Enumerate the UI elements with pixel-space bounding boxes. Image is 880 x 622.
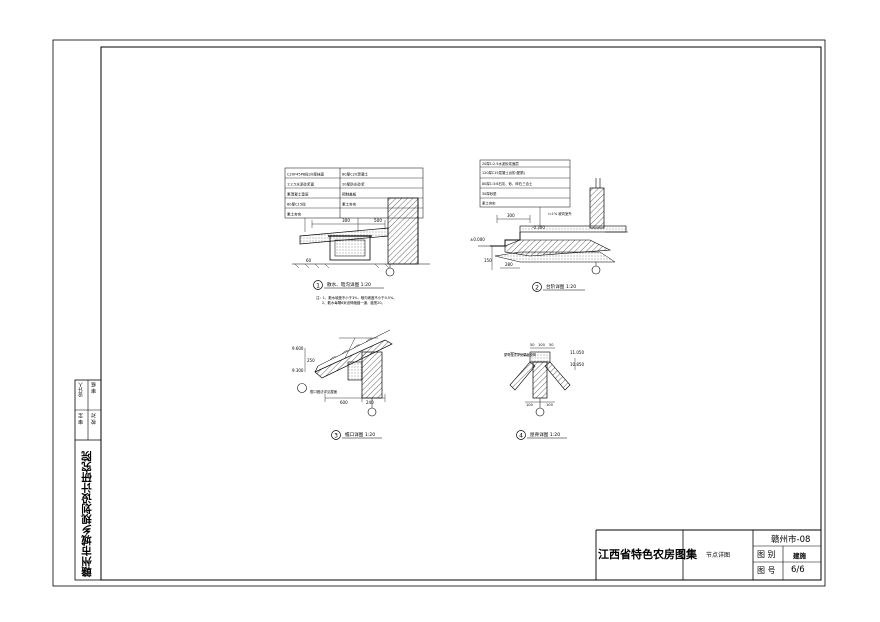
- detail-1-caption: 散水、暗沟详图 1:20: [327, 281, 371, 288]
- detail-2-dim-c: 280: [505, 262, 513, 267]
- detail-2-layer-0: 20厚1:2.5水泥砂浆面层: [482, 161, 519, 166]
- detail-2-layer-4: 素土夯实: [482, 201, 496, 206]
- detail-3-drawing: [297, 329, 393, 440]
- detail-1-layer-2: 素混凝土垫层: [287, 192, 309, 197]
- detail-1-dim-a: 300: [342, 218, 350, 223]
- detail-3-dim-c: 250: [307, 358, 315, 363]
- detail-1-layer-right-2: 预制盖板: [342, 192, 357, 197]
- detail-4-caption: 屋脊详图 1:20: [530, 431, 560, 438]
- detail-2-layer-1: 120厚C15混凝土台阶(配筋): [482, 170, 526, 175]
- detail-3-caption: 檐口详图 1:20: [345, 431, 375, 438]
- detail-3-number: 3: [334, 433, 338, 440]
- detail-1-layer-4: 素土夯实: [287, 212, 302, 217]
- detail-1-layer-right-1: 20厚防水砂浆: [342, 182, 365, 187]
- detail-2-slope-label: i=1% 坡向室外: [548, 211, 572, 216]
- institute-name: 赣州市城乡规划设计研究院: [81, 451, 93, 577]
- detail-4-elev-a: 11.050: [570, 350, 584, 355]
- category-label: 图 别: [757, 550, 776, 559]
- detail-1-layer-right-0: 60厚C20混凝土: [342, 172, 368, 177]
- detail-1-number: 1: [316, 283, 320, 290]
- detail-4-dim-a: 50: [530, 343, 535, 347]
- detail-1-dim-b: 500: [374, 218, 382, 223]
- detail-2-dim-b: 150: [484, 258, 492, 263]
- left-strip: [74, 379, 102, 581]
- detail-1-layer-1: 1:2.5水泥砂浆面: [287, 182, 315, 187]
- detail-2-number: 2: [535, 285, 539, 292]
- detail-1-drawing: [284, 167, 430, 290]
- detail-4-note: 屋脊做法详见屋面说明: [504, 352, 536, 357]
- detail-4-dim-e: 100: [546, 403, 554, 407]
- detail-1-layer-0: C20F45P8砼20厚抹面: [287, 172, 325, 177]
- category-value: 建施: [793, 552, 806, 560]
- detail-2-layer-2: 80厚1:3:6石灰、砂、碎石三合土: [482, 181, 533, 186]
- series-code: 赣州市-08: [771, 535, 811, 545]
- detail-4-drawing: [509, 347, 576, 440]
- detail-2-elev-b: -0.300: [532, 225, 545, 230]
- detail-4-dim-b: 100: [538, 343, 546, 347]
- sheet-label: 图 号: [757, 566, 776, 575]
- detail-4-dim-c: 50: [549, 343, 554, 347]
- detail-4-elev-b: 10.850: [570, 362, 584, 367]
- detail-1-layer-right-3: 素土夯实: [342, 202, 357, 207]
- atlas-title: 江西省特色农房图集: [598, 548, 697, 561]
- outer-border: [52, 39, 826, 587]
- detail-2-drawing: [478, 159, 628, 292]
- detail-3-dim-a: 600: [340, 400, 348, 405]
- title-block: [595, 529, 821, 580]
- detail-2-caption: 台阶详图 1:20: [546, 283, 576, 290]
- review-label: 审 核: [91, 382, 97, 394]
- inner-frame: [100, 46, 822, 581]
- detail-4-dim-d: 100: [526, 403, 534, 407]
- detail-2-elev-a: ±0.000: [470, 237, 485, 242]
- detail-2-dim-a: 300: [507, 213, 515, 218]
- detail-1-note-2: 2、散水每隔6米设伸缩缝一道，缝宽20。: [322, 300, 385, 305]
- drawing-name: 节点详图: [706, 552, 731, 559]
- detail-1-note-1: 注：1、散水坡度不小于3%，暗沟坡度不小于0.5%。: [316, 295, 397, 300]
- detail-4-number: 4: [519, 433, 523, 440]
- detail-1-layer-3: 80厚C15砼: [287, 202, 306, 207]
- detail-3-elev-b: 9.300: [292, 368, 304, 373]
- detail-3-dim-b: 240: [366, 400, 374, 405]
- detail-1-dim-c: 60: [306, 258, 312, 263]
- detail-3-note: 檐口做法详见屋面: [310, 389, 338, 394]
- sheet-value: 6/6: [791, 565, 805, 575]
- detail-3-elev-a: 9.600: [292, 346, 304, 351]
- check-label: 校 对: [91, 413, 97, 425]
- design-label: 设计人: [78, 382, 84, 397]
- detail-2-layer-3: 30厚砂垫: [482, 191, 497, 196]
- proofread-label: 审 定: [78, 413, 84, 425]
